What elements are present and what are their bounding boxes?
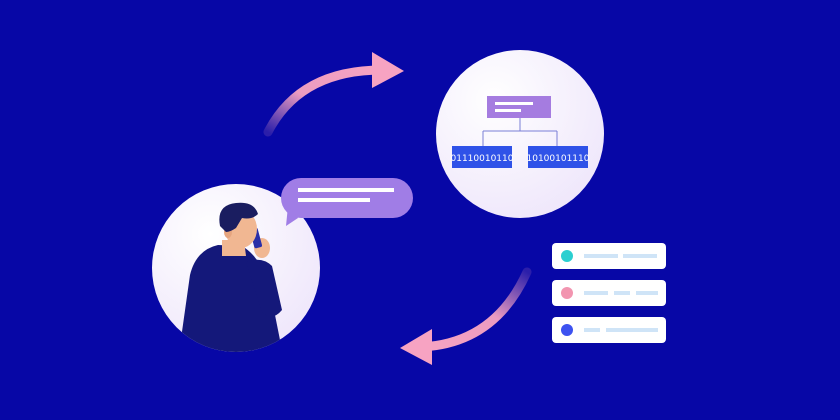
chat-bubble-icon — [281, 178, 413, 226]
tree-left-node-label: 01110010110 — [451, 154, 514, 164]
data-tree-icon: 01110010110 10100101110 — [436, 50, 604, 218]
tree-left-node — [452, 146, 512, 168]
tree-right-node-label: 10100101110 — [527, 154, 590, 164]
curved-arrow-bottom-icon — [400, 267, 532, 365]
list-card-3 — [552, 317, 666, 343]
list-card-2 — [552, 280, 666, 306]
person-on-phone-illustration — [152, 184, 320, 352]
tree-circle — [436, 50, 604, 218]
list-card-icon — [552, 243, 666, 343]
curved-arrow-top-icon — [263, 52, 404, 137]
tree-right-node — [528, 146, 588, 168]
list-card-1 — [552, 243, 666, 269]
tree-root-node — [487, 96, 551, 118]
